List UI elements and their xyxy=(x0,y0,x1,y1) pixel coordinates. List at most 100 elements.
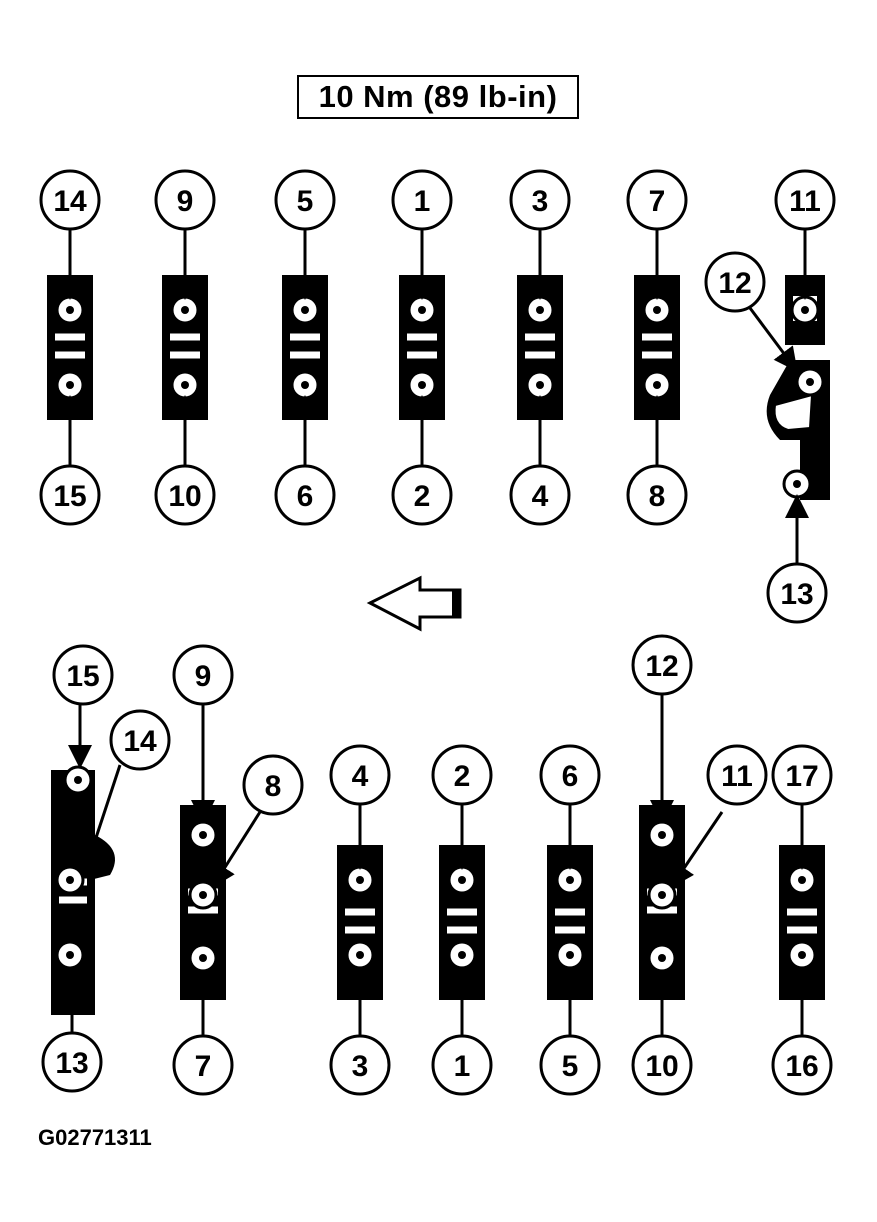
arrow-tail-mark xyxy=(452,590,460,617)
torque-spec-label: 10 Nm (89 lb-in) xyxy=(297,75,579,119)
arrow-left-icon xyxy=(366,575,462,632)
sequence-callout-circle xyxy=(41,1031,103,1093)
sequence-callout-circle xyxy=(771,1034,833,1096)
callout-upper-top: 5 xyxy=(274,169,336,231)
cap-web xyxy=(525,333,555,341)
callout-lower-top: 17 xyxy=(771,744,833,806)
cap-web xyxy=(290,333,320,341)
sequence-callout-circle xyxy=(109,709,171,771)
callout-upper-bottom: 10 xyxy=(154,464,216,526)
sequence-number: 1 xyxy=(454,1050,471,1083)
callout-upper-top: 9 xyxy=(154,169,216,231)
cap-web xyxy=(647,906,677,914)
bolt-center xyxy=(418,306,426,314)
bolt-center xyxy=(536,381,544,389)
sequence-number: 3 xyxy=(352,1050,369,1083)
sequence-number: 2 xyxy=(414,480,431,513)
callout-lower-top: 9 xyxy=(172,644,234,706)
figure-reference-code: G02771311 xyxy=(38,1125,152,1150)
bolt-center xyxy=(66,951,74,959)
bolt-center xyxy=(653,381,661,389)
bolt-center xyxy=(301,381,309,389)
callout-upper-bottom: 8 xyxy=(626,464,688,526)
sequence-number: 10 xyxy=(645,1050,678,1083)
sequence-number: 16 xyxy=(785,1050,818,1083)
sequence-callout-circle xyxy=(509,464,571,526)
cap-web xyxy=(290,351,320,359)
bolt-center xyxy=(66,306,74,314)
sequence-number: 9 xyxy=(195,660,212,693)
sequence-callout-circle xyxy=(39,464,101,526)
callout-lower-bottom: 5 xyxy=(539,1034,601,1096)
sequence-number: 12 xyxy=(645,650,678,683)
bolt-center xyxy=(418,381,426,389)
sequence-number: 13 xyxy=(55,1047,88,1080)
bolt-center xyxy=(181,381,189,389)
cap-web xyxy=(787,926,817,934)
sequence-callout-circle xyxy=(626,169,688,231)
sequence-callout-circle xyxy=(391,464,453,526)
tightening-arrow xyxy=(82,764,122,868)
bolt-center xyxy=(801,306,809,314)
sequence-number: 17 xyxy=(785,760,818,793)
cap-web xyxy=(447,908,477,916)
callout-lower-top: 4 xyxy=(329,744,391,806)
cap-web xyxy=(345,926,375,934)
callout-lower-bottom: 13 xyxy=(41,1031,103,1093)
callout-upper-top: 7 xyxy=(626,169,688,231)
callout-lower-bottom: 1 xyxy=(431,1034,493,1096)
sequence-callout-circle xyxy=(539,1034,601,1096)
cap-web xyxy=(59,896,87,904)
cap-web xyxy=(407,333,437,341)
callout-lower-top: 15 xyxy=(52,644,114,706)
bolt-center xyxy=(66,381,74,389)
sequence-callout-circle xyxy=(39,169,101,231)
sequence-number: 14 xyxy=(53,185,87,218)
bolt-center xyxy=(536,306,544,314)
cap-web xyxy=(555,908,585,916)
sequence-callout-circle xyxy=(539,744,601,806)
sequence-number: 15 xyxy=(53,480,86,513)
bolt-center xyxy=(806,378,814,386)
sequence-callout-circle xyxy=(626,464,688,526)
sequence-callout-circle xyxy=(172,644,234,706)
bolt-center xyxy=(356,951,364,959)
cap-web xyxy=(188,906,218,914)
callout-upper-top: 11 xyxy=(774,169,836,231)
bolt-center xyxy=(658,831,666,839)
sequence-number: 11 xyxy=(721,760,753,793)
sequence-number: 8 xyxy=(265,770,282,803)
sequence-callout-circle xyxy=(431,744,493,806)
bolt-center xyxy=(793,480,801,488)
callout-upper-bottom: 4 xyxy=(509,464,571,526)
callout-upper-bottom: 15 xyxy=(39,464,101,526)
sequence-callout-circle xyxy=(242,754,304,816)
bolt-center xyxy=(458,876,466,884)
sequence-callout-circle xyxy=(631,634,693,696)
bolt-center xyxy=(458,951,466,959)
cap-web xyxy=(170,351,200,359)
sequence-number: 12 xyxy=(718,267,751,300)
bolt-center xyxy=(658,891,666,899)
sequence-callout-circle xyxy=(329,1034,391,1096)
tightening-arrow xyxy=(670,811,724,888)
sequence-number: 4 xyxy=(532,480,549,513)
callout-upper-middle: 12 xyxy=(704,251,766,313)
sequence-number: 13 xyxy=(780,578,813,611)
callout-lower-middle: 14 xyxy=(109,709,171,771)
tightening-arrow xyxy=(211,811,262,889)
sequence-number: 14 xyxy=(123,725,157,758)
sequence-number: 9 xyxy=(177,185,194,218)
cap-web xyxy=(525,351,555,359)
cap-web xyxy=(170,333,200,341)
bolt-center xyxy=(356,876,364,884)
bolt-center xyxy=(658,954,666,962)
bolt-center xyxy=(66,876,74,884)
sequence-number: 4 xyxy=(352,760,369,793)
tightening-arrow xyxy=(748,307,798,372)
bolt-center xyxy=(566,876,574,884)
sequence-number: 7 xyxy=(649,185,666,218)
bolt-center xyxy=(199,954,207,962)
